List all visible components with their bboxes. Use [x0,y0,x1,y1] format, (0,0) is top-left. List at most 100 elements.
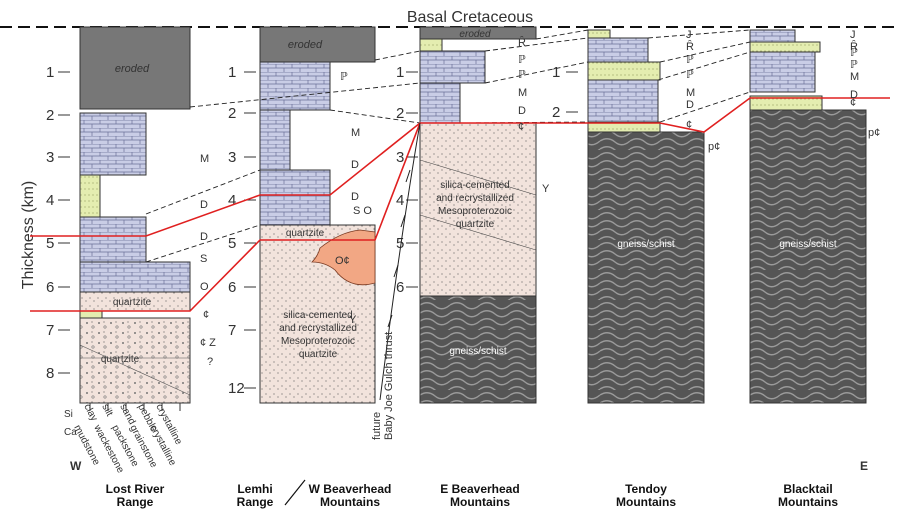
diagram-title: Basal Cretaceous [407,9,533,26]
column-blacktail: gneiss/schist [749,29,867,404]
meso-line: Mesoproterozoic [281,336,355,347]
period-label: ℙ [686,69,694,81]
scale-label: 2 [552,104,560,121]
direction-west: W [70,459,82,473]
period-label: ¢ [203,309,209,321]
period-label: ¢ Z [200,337,216,349]
scale-label: 12 [228,380,245,397]
period-label: Y [349,314,357,326]
scale-label: 5 [396,235,404,252]
gneiss-label: gneiss/schist [779,239,836,250]
unconformity-lines [30,97,890,312]
column-tendoy: gneiss/schist [587,29,705,404]
period-label: O¢ [335,255,350,267]
period-label: ℙ [850,59,858,71]
quartzite-label: quartzite [286,228,325,239]
eroded-label: eroded [459,29,491,40]
scale-label: 6 [46,279,54,296]
period-label: Ȓ [518,36,526,49]
period-label: M [351,127,360,139]
scale-label: 6 [396,279,404,296]
gneiss-label: gneiss/schist [449,346,506,357]
period-label: Ȓ [686,40,694,53]
column-lost-river: eroded quartzite quartzite [79,26,191,404]
scale-label: 2 [396,105,404,122]
eroded-label: eroded [115,63,150,75]
period-label: ℙ [686,54,694,66]
scale-label: 8 [46,365,54,382]
scale-tendoy: 12 [552,64,578,121]
period-label: D [686,99,694,111]
correlation-lines [145,29,751,263]
period-label: D [850,89,858,101]
scale-label: 3 [396,149,404,166]
quartzite-label: quartzite [113,297,152,308]
scale-label: 1 [396,64,404,81]
meso-line: Mesoproterozoic [438,206,512,217]
scale-label: 1 [46,64,54,81]
thrust-label-name: Baby Joe Gulch thrust [383,332,395,440]
period-label: S [200,253,207,265]
scale-label: 4 [396,192,404,209]
period-label: S O [353,205,372,217]
scale-label: 5 [228,235,236,252]
period-label: Y [542,183,550,195]
scale-label: 7 [228,322,236,339]
scale-label: 1 [228,64,236,81]
period-label: ℙ [518,54,526,66]
period-label: J [850,29,856,41]
period-label: ¢ [850,97,856,109]
period-label: D [518,105,526,117]
scale-label: 5 [46,235,54,252]
period-label: ℙ [340,71,348,83]
meso-line: quartzite [456,219,495,230]
mesoproterozoic-label: silica-cemented and recrystallizedMesopro… [279,310,357,360]
period-label: ℙ [518,69,526,81]
period-label: ? [207,356,213,368]
meso-line: and recrystallized [436,193,514,204]
period-label: O [200,281,209,293]
period-label: D [200,231,208,243]
scale-label: 3 [228,149,236,166]
scale-label: 6 [228,279,236,296]
thrust-label-future: future [371,412,383,440]
scale-label: 3 [46,149,54,166]
scale-label: 4 [228,192,236,209]
period-label: M [518,87,527,99]
period-label: M [850,71,859,83]
eroded-label: eroded [288,39,323,51]
quartzite-label-2: quartzite [101,354,140,365]
period-label: ¢ [686,119,692,131]
column-lemhi: eroded quartzite silica-cemented and recr… [259,26,376,404]
legend-si-sand: sand [117,402,137,426]
scale-label: 4 [46,192,54,209]
meso-line: quartzite [299,349,338,360]
period-label: M [686,87,695,99]
period-label: ¢ [518,121,524,133]
thrust-fault [379,122,421,401]
y-axis-label: Thickness (km) [20,181,37,289]
period-label: D [351,191,359,203]
meso-line: silica-cemented [283,310,352,321]
period-label: p¢ [708,141,720,153]
period-label: ℙ [850,47,858,59]
scale-e-beaverhead: 1 2 3 4 5 6 [396,64,418,296]
period-label: D [200,199,208,211]
period-label: p¢ [868,127,880,139]
ca-label: Ca [64,427,77,438]
meso-line: and recrystallized [279,323,357,334]
scale-label: 7 [46,322,54,339]
period-label: D [351,159,359,171]
gneiss-label: gneiss/schist [617,239,674,250]
scale-label: 1 [552,64,560,81]
